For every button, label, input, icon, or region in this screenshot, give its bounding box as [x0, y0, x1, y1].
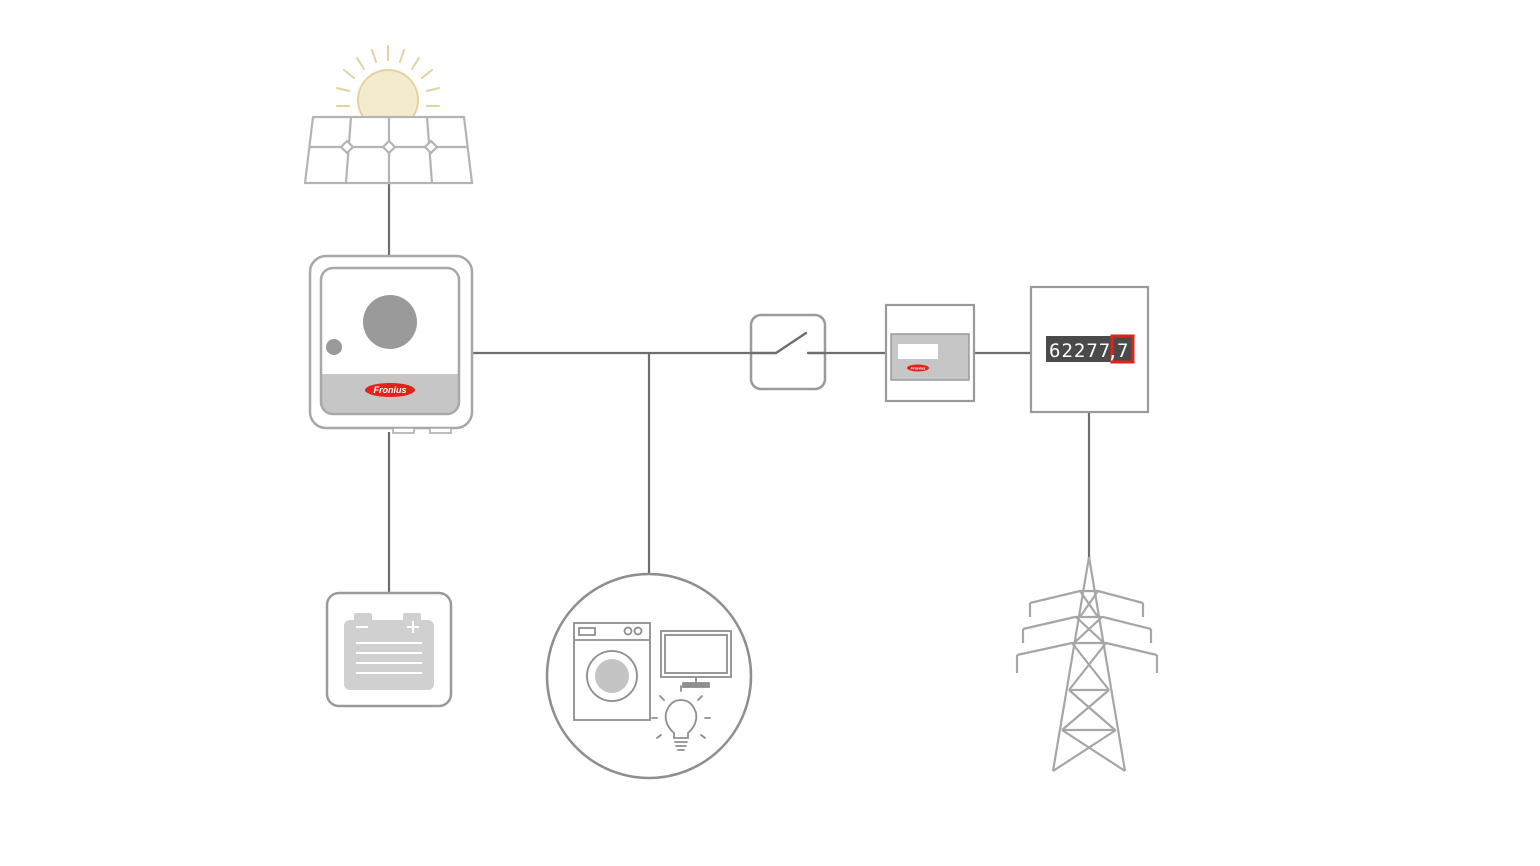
switch-icon — [749, 313, 827, 391]
tv-icon — [660, 630, 732, 688]
inverter-icon: Fronius — [308, 254, 474, 434]
fronius-logo: Fronius — [365, 383, 415, 397]
solar-panel-icon — [303, 115, 474, 185]
connection-lines — [387, 184, 1091, 592]
meter-counter-separator: , — [1107, 341, 1119, 363]
smart-meter-logo: Fronius — [907, 364, 929, 372]
power-pylon-icon — [1015, 556, 1159, 772]
washing-machine-icon — [573, 622, 651, 721]
battery-icon — [325, 591, 453, 708]
household-loads-icon — [545, 572, 753, 780]
smart-meter-brand-label: Fronius — [911, 366, 926, 371]
smart-meter-icon: Fronius — [884, 303, 976, 403]
energy-meter-icon: 62277 , 7 — [1029, 285, 1150, 414]
inverter-brand-label: Fronius — [374, 385, 407, 395]
light-bulb-icon — [651, 685, 711, 751]
sun-icon — [336, 45, 440, 131]
meter-counter-decimal: 7 — [1117, 340, 1129, 362]
meter-counter-digits: 62277 — [1049, 340, 1111, 362]
